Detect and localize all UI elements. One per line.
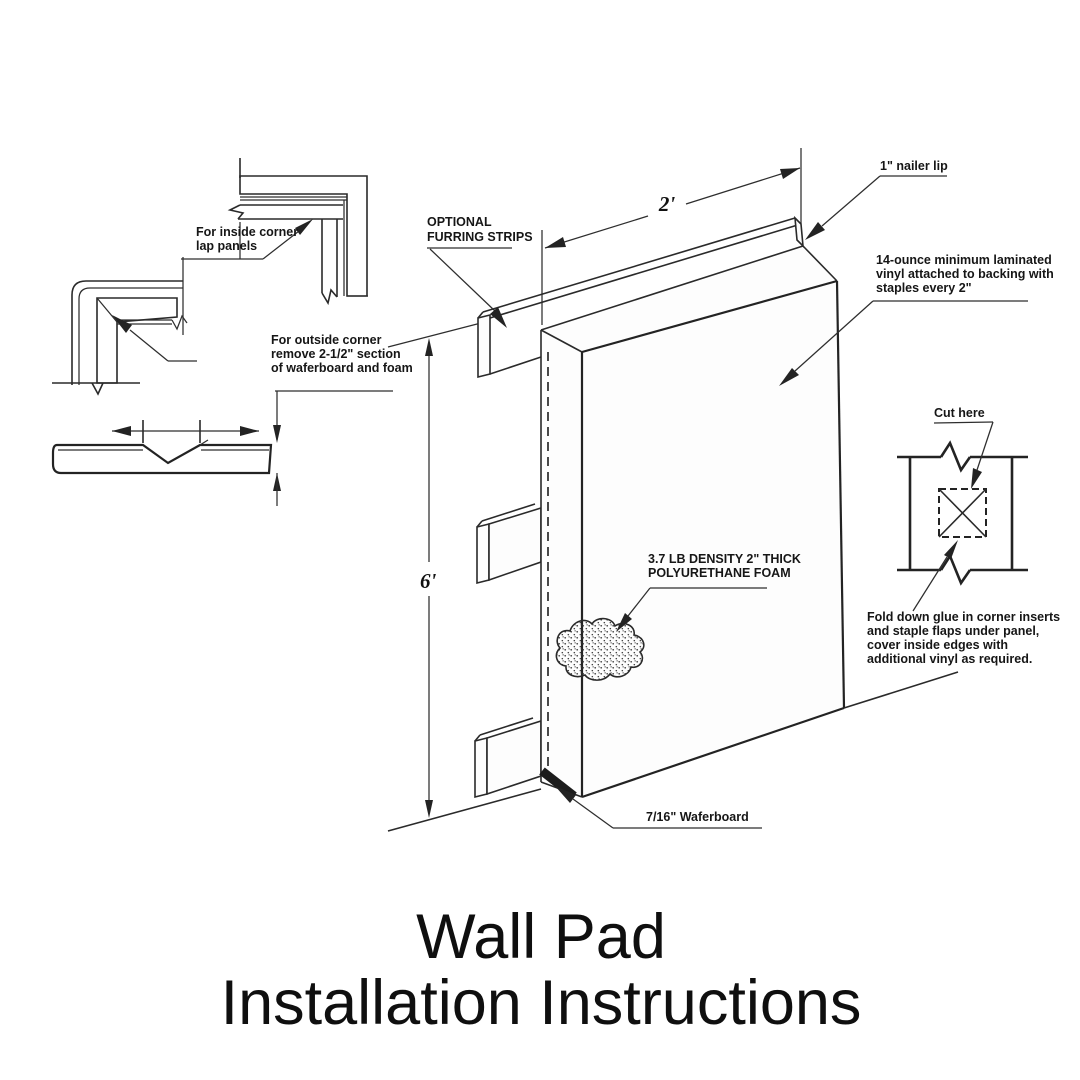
- fold-label-line2: and staple flaps under panel,: [867, 624, 1039, 638]
- furring-label-line2: FURRING STRIPS: [427, 230, 533, 244]
- dimension-arrow-icon: [273, 425, 281, 443]
- leader-arrow-icon: [295, 219, 313, 235]
- furring-strip-bottom: [474, 717, 542, 799]
- outside-corner-label-line3: of waferboard and foam: [271, 361, 413, 375]
- break-symbol: [939, 553, 972, 586]
- page-title: Wall Pad Installation Instructions: [221, 902, 862, 1038]
- outside-corner-label-line2: remove 2-1/2" section: [271, 347, 401, 361]
- inside-corner-label-line1: For inside corner: [196, 225, 298, 239]
- break-symbol: [321, 288, 338, 306]
- vinyl-wrap-inner: [78, 287, 183, 385]
- leader-arrow-icon: [112, 315, 132, 333]
- fold-label-line1: Fold down glue in corner inserts: [867, 610, 1060, 624]
- dimension-arrow-icon: [240, 426, 259, 436]
- dimension-arrow-icon: [425, 800, 433, 818]
- leader-arrow-icon: [779, 368, 799, 386]
- foam-callout: 3.7 LB DENSITY 2" THICK POLYURETHANE FOA…: [616, 552, 801, 632]
- inside-corner-detail: For inside corner lap panels: [181, 158, 368, 306]
- dimension-arrow-icon: [780, 168, 800, 179]
- furring-strip-middle: [476, 503, 542, 585]
- dimension-arrow-icon: [425, 338, 433, 356]
- title-line2: Installation Instructions: [221, 968, 862, 1038]
- foam-blob: [555, 617, 645, 681]
- leader-line: [262, 230, 300, 260]
- vinyl-label-line2: vinyl attached to backing with: [876, 267, 1054, 281]
- furring-strip-top: [477, 311, 542, 379]
- vinyl-callout: 14-ounce minimum laminated vinyl attache…: [779, 253, 1054, 386]
- baseline: [843, 671, 959, 709]
- title-line1: Wall Pad: [416, 902, 666, 972]
- outside-corner-detail: For outside corner remove 2-1/2" section…: [52, 257, 413, 396]
- leader-line: [572, 798, 614, 829]
- extension-line: [387, 322, 482, 348]
- leader-arrow-icon: [971, 468, 982, 489]
- furring-label-line1: OPTIONAL: [427, 215, 492, 229]
- lap-panel-vertical: [321, 219, 338, 306]
- corner-insert-detail: Cut here Fold down glue in corner insert…: [867, 406, 1060, 666]
- fold-label-line4: additional vinyl as required.: [867, 652, 1032, 666]
- wall-pad-panel: [539, 215, 846, 800]
- foam-label-line2: POLYURETHANE FOAM: [648, 566, 791, 580]
- cut-square: [938, 488, 987, 538]
- corner-pad-hatched: [96, 297, 178, 384]
- height-dimension: 6': [420, 338, 437, 818]
- leader-arrow-icon: [490, 307, 507, 328]
- leader-line: [129, 329, 169, 362]
- foam-label-line1: 3.7 LB DENSITY 2" THICK: [648, 552, 801, 566]
- waferboard-callout: 7/16" Waferboard: [555, 786, 762, 829]
- waferboard-bottom-edge: [539, 767, 577, 800]
- outside-corner-label-line1: For outside corner: [271, 333, 382, 347]
- leader-line: [912, 556, 948, 612]
- width-dimension: 2': [544, 167, 801, 249]
- top-rail: [482, 217, 802, 319]
- groove-section-detail: [51, 390, 393, 506]
- leader-arrow-icon: [616, 613, 632, 632]
- leader-line: [933, 421, 994, 424]
- width-dim-label: 2': [658, 192, 676, 216]
- break-symbol: [939, 440, 972, 473]
- vinyl-tail: [91, 382, 104, 396]
- lap-panel-horizontal: [227, 204, 343, 220]
- inside-corner-label-line2: lap panels: [196, 239, 257, 253]
- leader-arrow-icon: [944, 540, 958, 559]
- break-symbol: [171, 314, 188, 331]
- leader-line: [794, 300, 874, 372]
- leader-line: [627, 587, 651, 617]
- break-symbol: [227, 204, 245, 220]
- fold-label-line3: cover inside edges with: [867, 638, 1008, 652]
- waferboard-section: [51, 443, 273, 475]
- panel-side-face: [541, 330, 582, 797]
- vinyl-label-line3: staples every 2": [876, 281, 972, 295]
- panel-top-face: [541, 246, 837, 352]
- dimension-arrow-icon: [112, 426, 131, 436]
- panel-front-face: [582, 281, 844, 797]
- leader-line: [976, 421, 994, 471]
- furring-strips-callout: OPTIONAL FURRING STRIPS: [427, 215, 533, 328]
- vinyl-label-line1: 14-ounce minimum laminated: [876, 253, 1052, 267]
- height-dim-label: 6': [420, 569, 437, 593]
- nailer-lip-end: [794, 215, 804, 249]
- main-isometric-view: 6' 2' OPTIONAL FURRING STRIPS 1" nailer …: [387, 148, 1054, 832]
- leader-line: [429, 248, 496, 312]
- leader-arrow-icon: [555, 786, 576, 803]
- nailer-lip-callout: 1" nailer lip: [805, 159, 948, 240]
- vinyl-wrap-outer: [71, 280, 183, 385]
- dimension-arrow-icon: [545, 237, 566, 248]
- cut-here-label: Cut here: [934, 406, 985, 420]
- baseline: [387, 788, 542, 832]
- nailer-label: 1" nailer lip: [880, 159, 948, 173]
- leader-line: [821, 175, 881, 227]
- leader-arrow-icon: [805, 222, 825, 240]
- waferboard-label: 7/16" Waferboard: [646, 810, 749, 824]
